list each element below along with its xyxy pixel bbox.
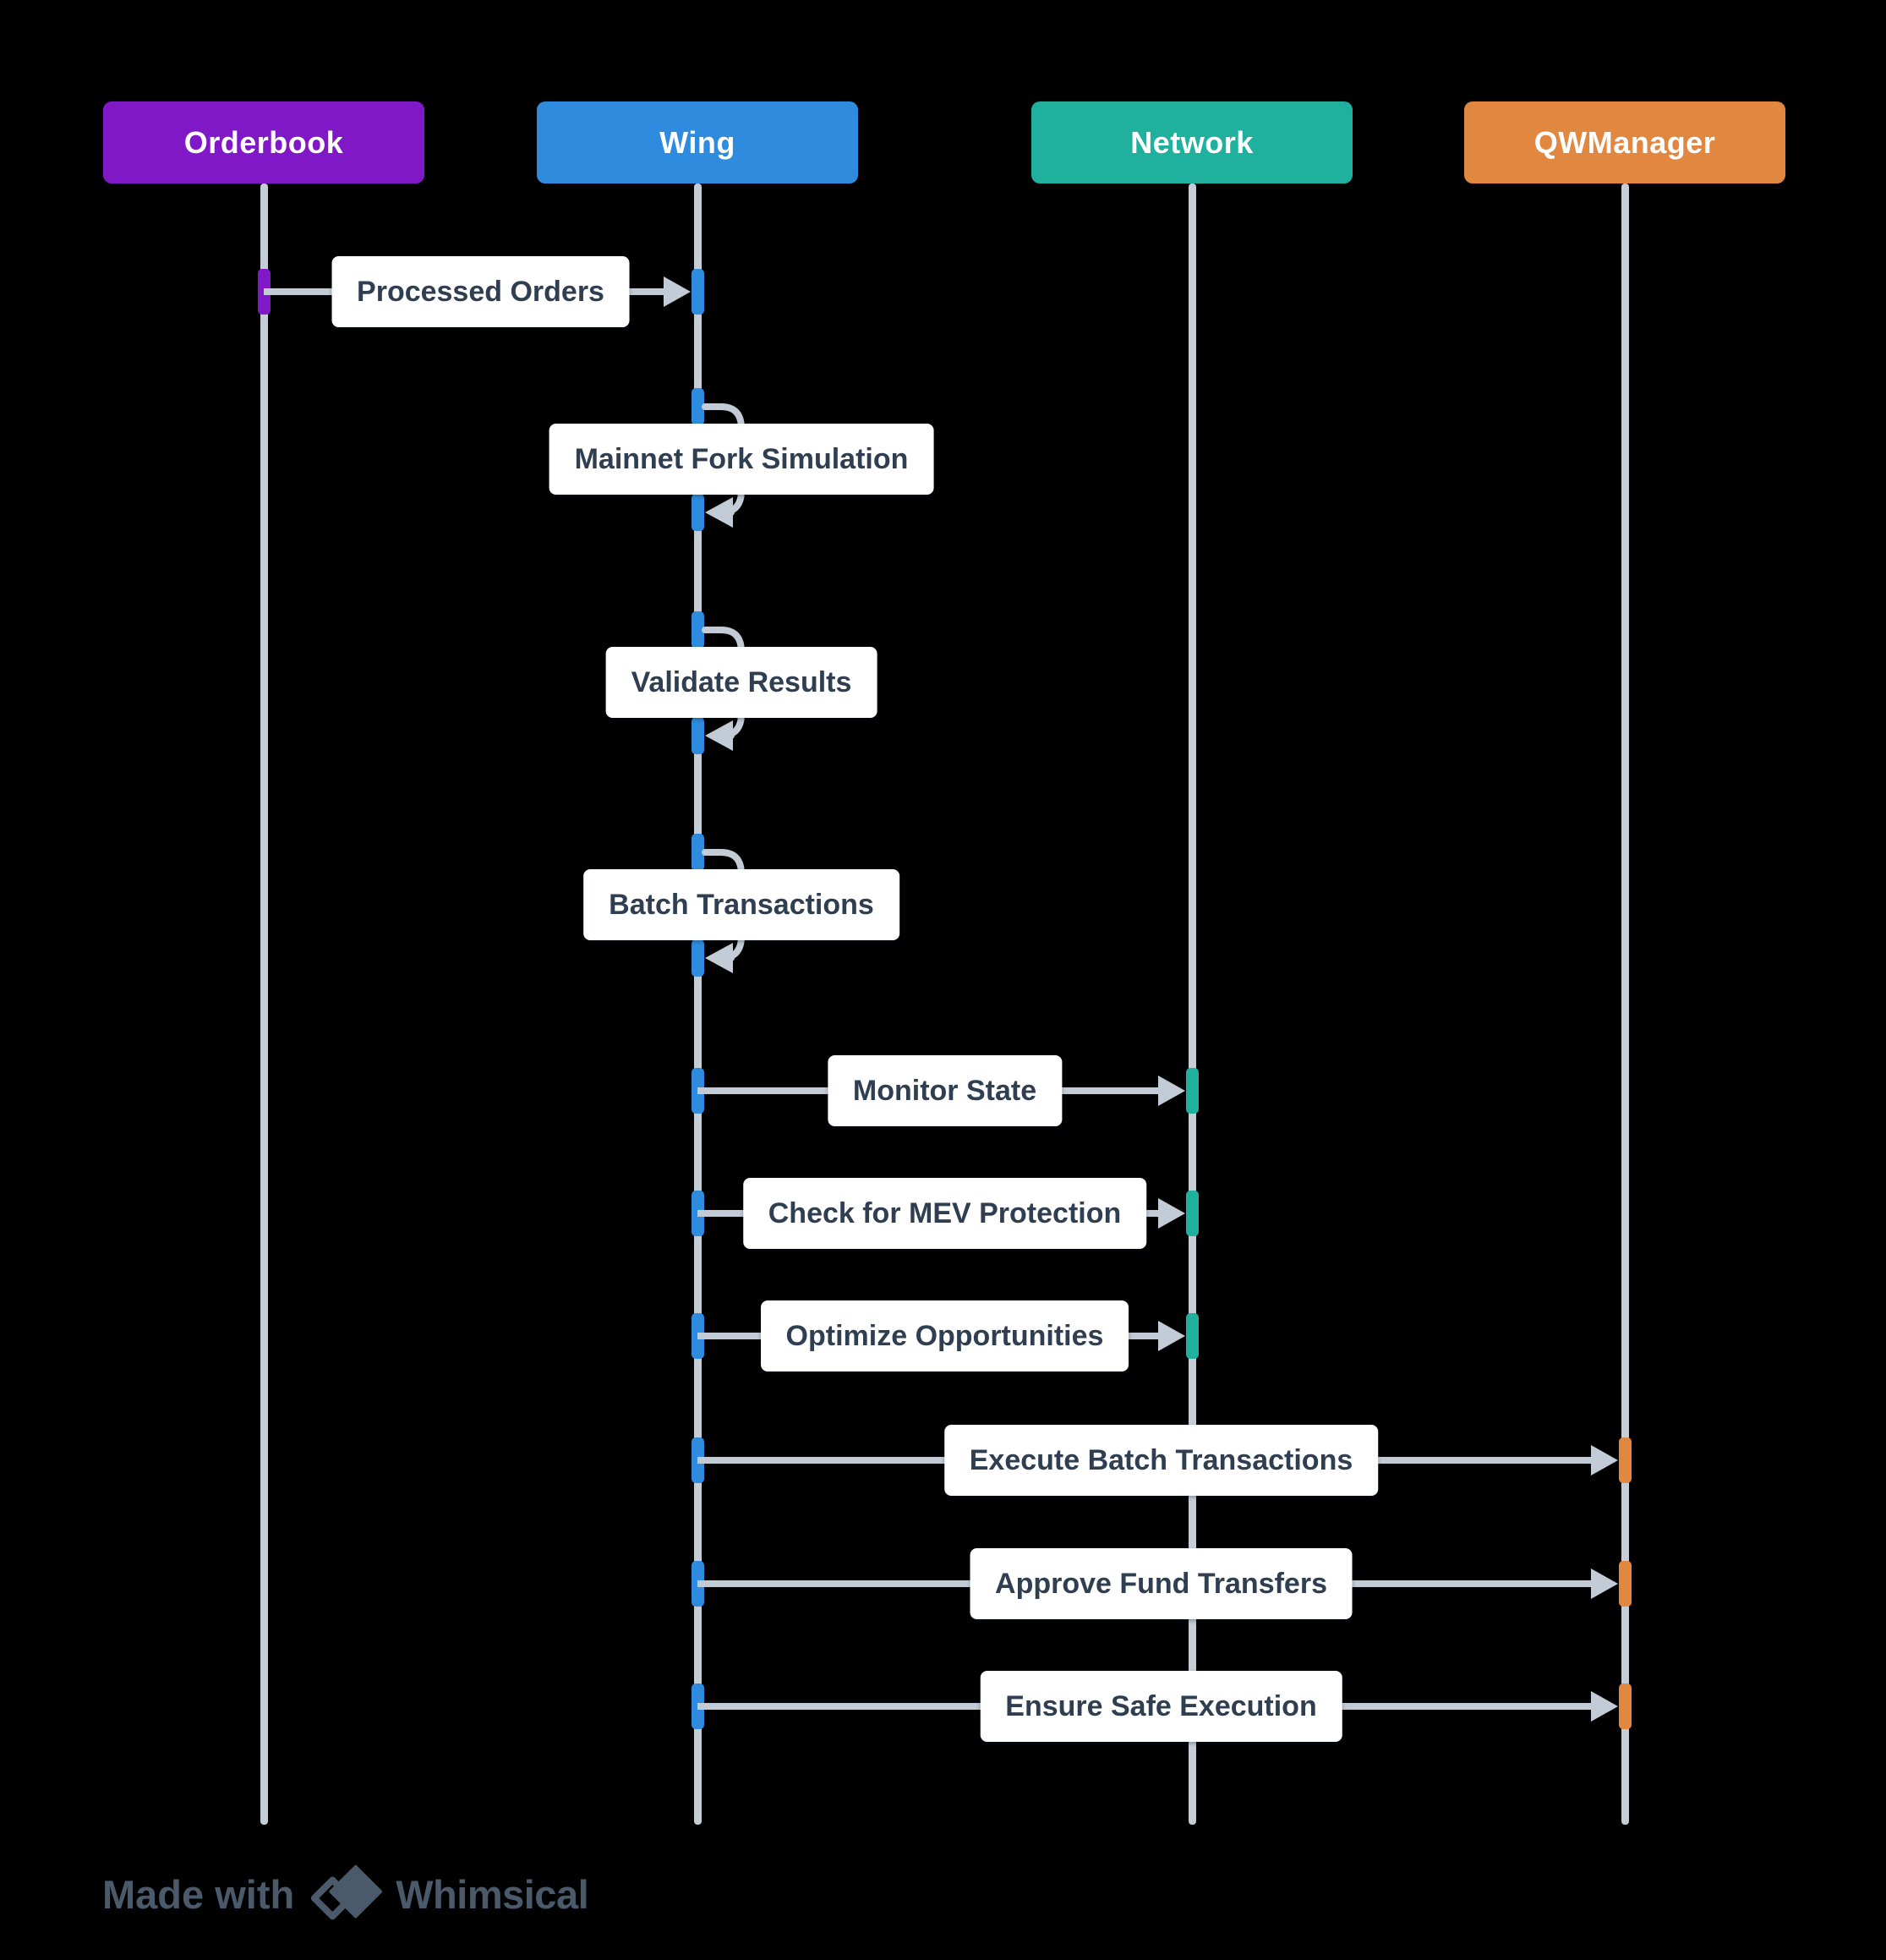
activation-bar-qwmanager	[1618, 1684, 1632, 1729]
message-label: Monitor State	[827, 1055, 1063, 1126]
message-label: Mainnet Fork Simulation	[549, 424, 934, 495]
activation-bar-network	[1185, 1191, 1199, 1236]
message-label: Validate Results	[605, 647, 877, 718]
activation-bar-wing	[691, 269, 704, 315]
activation-bar-wing	[691, 611, 704, 649]
activation-bar-network	[1185, 1068, 1199, 1114]
message-label: Ensure Safe Execution	[980, 1671, 1342, 1742]
activation-bar-wing	[691, 494, 704, 531]
activation-bar-qwmanager	[1618, 1561, 1632, 1607]
lifeline-orderbook	[260, 183, 268, 1825]
message-arrowhead	[1158, 1198, 1185, 1229]
actor-box-orderbook: Orderbook	[103, 101, 424, 183]
self-message-arrowhead	[705, 943, 733, 973]
self-message-arrowhead	[705, 497, 733, 528]
lifeline-qwmanager	[1621, 183, 1629, 1825]
lifeline-network	[1188, 183, 1196, 1825]
actor-box-qwmanager: QWManager	[1464, 101, 1785, 183]
message-arrowhead	[1591, 1445, 1618, 1475]
message-arrowhead	[664, 276, 691, 307]
message-label: Approve Fund Transfers	[970, 1548, 1353, 1619]
lifeline-wing	[693, 183, 702, 1825]
message-label: Execute Batch Transactions	[943, 1425, 1379, 1496]
activation-bar-wing	[691, 834, 704, 871]
message-arrowhead	[1591, 1569, 1618, 1599]
self-message-arrowhead	[705, 720, 733, 751]
message-label: Check for MEV Protection	[742, 1178, 1147, 1249]
whimsical-logo-icon	[311, 1864, 383, 1920]
message-label: Optimize Opportunities	[760, 1300, 1129, 1371]
message-arrowhead	[1591, 1691, 1618, 1722]
activation-bar-wing	[691, 388, 704, 425]
actor-box-wing: Wing	[537, 101, 858, 183]
activation-bar-network	[1185, 1313, 1199, 1359]
message-arrowhead	[1158, 1321, 1185, 1351]
actor-box-network: Network	[1031, 101, 1353, 183]
activation-bar-qwmanager	[1618, 1437, 1632, 1483]
activation-bar-wing	[691, 939, 704, 977]
activation-bar-wing	[691, 717, 704, 754]
message-label: Processed Orders	[331, 256, 630, 327]
message-label: Batch Transactions	[583, 869, 899, 940]
watermark: Made with Whimsical	[102, 1857, 589, 1931]
watermark-made-with-text: Made with	[102, 1871, 295, 1917]
message-arrowhead	[1158, 1076, 1185, 1106]
watermark-brand-text: Whimsical	[396, 1871, 589, 1917]
